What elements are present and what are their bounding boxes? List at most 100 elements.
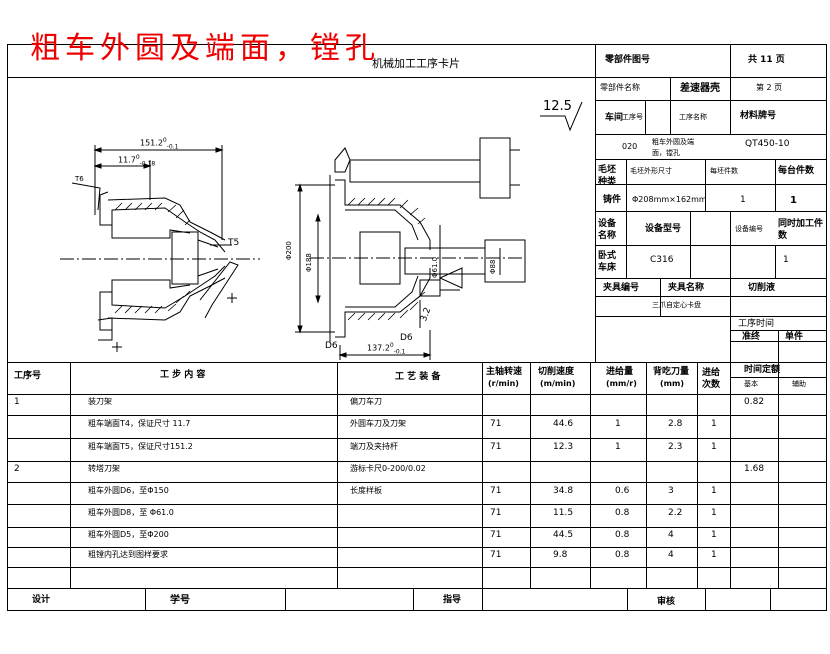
material: QT450-10 <box>745 139 790 149</box>
overlay-title: 粗车外圆及端面，镗孔 <box>30 31 380 66</box>
th-step-no: 工序号 <box>14 371 42 381</box>
dim-phi61: Φ61.0 <box>431 256 439 278</box>
row-content: 粗镗内孔达到图样要求 <box>88 550 168 559</box>
total-pages: 共 11 页 <box>748 55 785 65</box>
fixture-name-label: 夹具名称 <box>668 283 705 293</box>
per-unit: 1 <box>790 195 797 206</box>
time-unit-label: 单件 <box>785 332 804 342</box>
card-title: 机械加工工序卡片 <box>372 57 460 70</box>
parallel: 1 <box>783 255 789 265</box>
row-feed: 0.6 <box>615 486 630 496</box>
th-spindle-unit: (r/min) <box>488 379 519 388</box>
blank-type: 铸件 <box>603 195 622 205</box>
row-cut-speed: 44.6 <box>553 419 574 429</box>
equip-name-label: 设备名称 <box>598 219 617 241</box>
process-no-label: 工序号 <box>622 113 643 121</box>
dim-phi200: Φ200 <box>285 241 293 260</box>
coolant-label: 切削液 <box>748 283 776 293</box>
per-blank-label: 每坯件数 <box>710 167 738 175</box>
row-content: 粗车外圆D8，至 Φ61.0 <box>88 508 174 517</box>
row-speed: 71 <box>490 442 502 452</box>
workshop-label: 车间 <box>605 113 624 123</box>
part-drawing-no-label: 零部件图号 <box>605 55 651 65</box>
row-depth: 2.3 <box>668 442 683 452</box>
dim-137: 137.20-0.1 <box>367 342 406 356</box>
row-cut-speed: 9.8 <box>553 550 568 560</box>
row-depth: 4 <box>668 530 674 540</box>
equip-name: 卧式车床 <box>598 251 617 273</box>
row-passes: 1 <box>711 550 717 560</box>
row-time: 1.68 <box>744 464 765 474</box>
row-content: 粗车端面T4，保证尺寸 11.7 <box>88 419 191 428</box>
row-passes: 1 <box>711 508 717 518</box>
per-unit-label: 每台件数 <box>778 166 815 176</box>
row-depth: 3 <box>668 486 674 496</box>
row-time: 0.82 <box>744 397 765 407</box>
material-label: 材料牌号 <box>740 111 777 121</box>
row-feed: 0.8 <box>615 508 630 518</box>
row-feed: 1 <box>615 419 621 429</box>
row-cut-speed: 34.8 <box>553 486 574 496</box>
th-step-content: 工 步 内 容 <box>160 370 206 380</box>
row-equip: 长度样板 <box>350 486 382 495</box>
th-cut-speed-unit: (m/min) <box>540 379 576 388</box>
equip-no-label: 设备编号 <box>735 225 763 233</box>
row-equip: 游标卡尺0-200/0.02 <box>350 464 426 473</box>
row-content: 装刀架 <box>88 397 112 406</box>
th-spindle: 主轴转速 <box>486 367 523 377</box>
process-name: 粗车外圆及端面，镗孔 <box>652 138 694 157</box>
row-equip: 偏刀车刀 <box>350 397 382 406</box>
row-passes: 1 <box>711 486 717 496</box>
label-d6: D6 <box>325 341 338 351</box>
th-feed-unit: (mm/r) <box>606 379 637 388</box>
row-depth: 4 <box>668 550 674 560</box>
row-speed: 71 <box>490 486 502 496</box>
dim-117: 11.70-0.18 <box>118 154 156 168</box>
th-feed: 进给量 <box>606 367 634 377</box>
roughness-value: 12.5 <box>543 99 572 114</box>
footer-review: 审核 <box>657 597 676 607</box>
th-passes: 进给次数 <box>702 368 721 390</box>
parallel-label: 同时加工件数 <box>778 219 824 241</box>
equip-model-label: 设备型号 <box>645 224 682 234</box>
row-equip: 端刀及夹持杆 <box>350 442 398 451</box>
dim-phi88: Φ88 <box>489 259 497 274</box>
row-cut-speed: 44.5 <box>553 530 574 540</box>
th-equipment: 工 艺 装 备 <box>395 372 441 382</box>
time-quota-label: 准终 <box>742 332 761 342</box>
row-feed: 0.8 <box>615 530 630 540</box>
row-speed: 71 <box>490 530 502 540</box>
blank-size-label: 毛坯外形尺寸 <box>630 167 672 175</box>
row-step-no: 2 <box>14 464 20 474</box>
fixture-no-label: 夹具编号 <box>603 283 640 293</box>
row-equip: 外圆车刀及刀架 <box>350 419 406 428</box>
process-name-label: 工序名称 <box>679 113 707 121</box>
row-cut-speed: 11.5 <box>553 508 574 518</box>
blank-type-label: 毛坯种类 <box>598 165 617 187</box>
row-speed: 71 <box>490 508 502 518</box>
blank-size: Φ208mm×162mm <box>632 195 707 204</box>
th-time-quota: 时间定额 <box>744 365 781 375</box>
row-passes: 1 <box>711 442 717 452</box>
time-label: 工序时间 <box>738 319 775 329</box>
row-passes: 1 <box>711 530 717 540</box>
row-cut-speed: 12.3 <box>553 442 574 452</box>
equip-model: C316 <box>650 255 674 265</box>
page-no: 第 2 页 <box>756 83 783 92</box>
label-d6b: D6 <box>400 333 413 343</box>
row-passes: 1 <box>711 419 717 429</box>
th-machine-time: 基本 <box>744 380 758 388</box>
th-cut-speed: 切削速度 <box>538 367 575 377</box>
row-depth: 2.2 <box>668 508 683 518</box>
th-depth-unit: (mm) <box>660 379 684 388</box>
fixture-name: 三爪自定心卡盘 <box>652 301 701 309</box>
label-t5: T5 <box>228 238 240 248</box>
row-content: 粗车外圆D5，至Φ200 <box>88 530 169 539</box>
label-t6: T6 <box>75 175 84 183</box>
row-depth: 2.8 <box>668 419 683 429</box>
row-content: 转塔刀架 <box>88 464 120 473</box>
th-depth: 背吃刀量 <box>653 367 690 377</box>
footer-design: 设计 <box>32 595 51 605</box>
